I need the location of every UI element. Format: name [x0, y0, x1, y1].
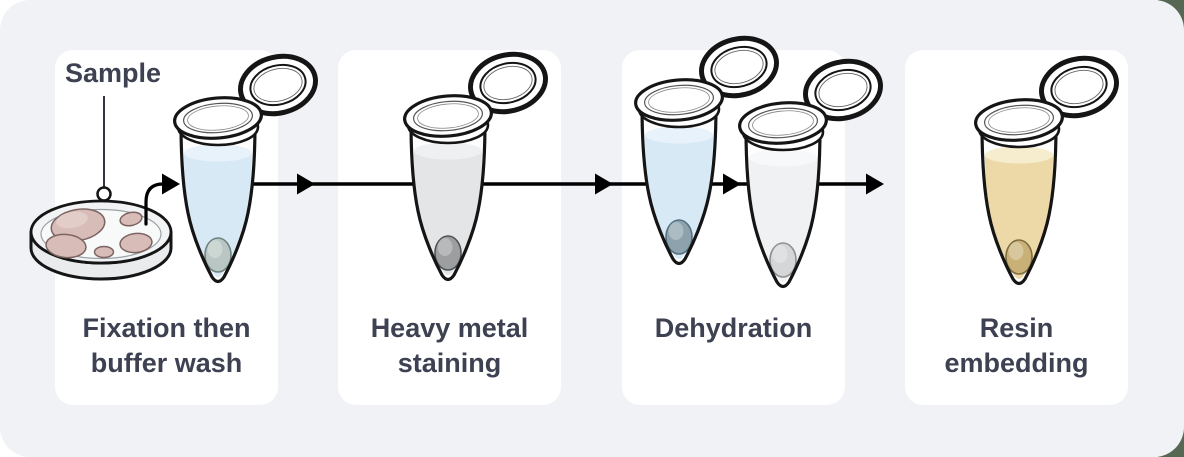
step-label-line: buffer wash: [90, 348, 243, 378]
step-label-fixation: Fixation then buffer wash: [55, 311, 278, 381]
petri-dish: [29, 199, 173, 281]
resin-tube: [973, 55, 1123, 295]
arrowhead-to-staining: [297, 173, 315, 195]
sample-marker-dot: [96, 186, 112, 202]
step-label-staining: Heavy metal staining: [338, 311, 561, 381]
dish-arrowhead: [162, 173, 180, 195]
step-label-line: embedding: [944, 348, 1089, 378]
staining-tube: [402, 51, 552, 291]
step-label-dehydration: Dehydration: [622, 311, 845, 346]
step-label-resin: Resin embedding: [905, 311, 1128, 381]
dish-to-tube-arrow: [144, 182, 165, 226]
step-label-line: staining: [397, 348, 502, 378]
arrowhead-to-dehydration: [595, 173, 613, 195]
fixation-tube: [172, 53, 322, 293]
step-label-line: Resin: [979, 313, 1054, 343]
step-label-line: Dehydration: [654, 313, 813, 343]
arrowhead-to-resin: [866, 173, 884, 195]
sample-callout-label: Sample: [65, 58, 162, 88]
sample-tissue-blobs: [45, 208, 153, 259]
dehydration-tube-front: [737, 58, 887, 298]
arrowhead-between-dehydration-tubes: [723, 173, 741, 195]
step-label-line: Fixation then: [82, 313, 251, 343]
step-label-line: Heavy metal: [370, 313, 529, 343]
